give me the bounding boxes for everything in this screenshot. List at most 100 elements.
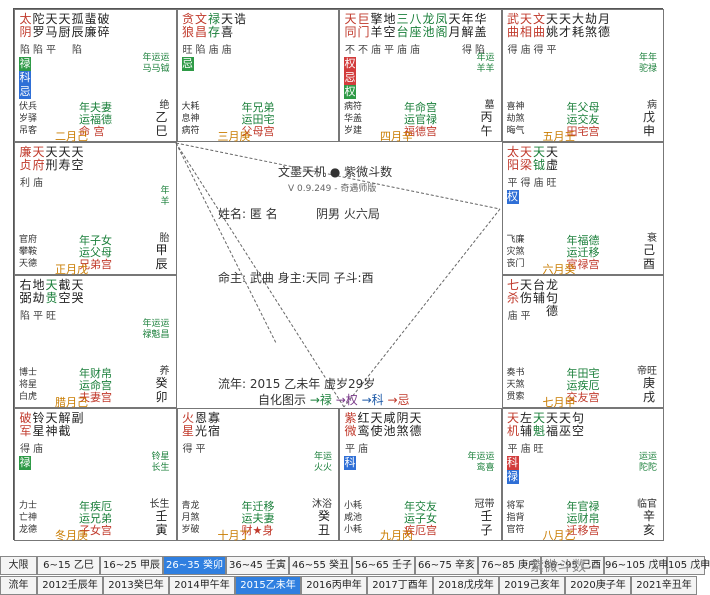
life-stage: 胎	[159, 233, 170, 244]
star-hai-1: 左 辅	[519, 411, 532, 438]
daxian-tab-9[interactable]: 86~95 己酉	[541, 556, 604, 575]
palace-label-group: 年财帛运命宫夫妻宫	[79, 368, 112, 404]
star-wei-0: 天 同	[344, 12, 357, 39]
palace-yin[interactable]: 破 军得铃 星庙天 神解 截副禄铃星长生力士亡神龙德年疾厄运兄弟子女宫长生壬 寅…	[14, 408, 177, 542]
minor-stars: 运运	[638, 452, 657, 462]
star-brightness: 旺	[546, 178, 557, 189]
palace-name: 运疾厄	[566, 379, 600, 392]
deity-label: 病符	[344, 102, 363, 112]
palace-name: 年兄弟	[241, 101, 275, 114]
palace-xu[interactable]: 七 杀庙天 伤平台 辅龙 句 德奏书天煞贯索年田宅运疾厄交友宫帝旺庚 戌七月甲	[501, 275, 664, 409]
star-brightness: 庙	[33, 444, 43, 455]
star-wei-8: 天 月	[448, 12, 461, 39]
star-wu-1: 文 昌	[194, 12, 207, 39]
star-brightness: 陷	[475, 45, 485, 56]
star-shen-1: 天 相	[519, 12, 532, 39]
liunian-tab-5[interactable]: 2016丙申年	[301, 576, 367, 595]
palace-name: 年命宫	[404, 101, 437, 114]
star-you-2: 天 钺	[532, 145, 545, 172]
palace-you[interactable]: 太 阳平天 梁得天 钺庙天 虚旺权飞廉灾煞丧门年福德运迁移官禄宫衰己 酉六月癸	[501, 142, 664, 276]
name-field: 姓名: 匿 名	[218, 207, 278, 221]
palace-name: 年交友	[404, 500, 437, 513]
liunian-tab-8[interactable]: 2019己亥年	[499, 576, 565, 595]
palace-zi[interactable]: 紫 微平红 鸾庙天 使咸 池阴 煞天 德科年运运鸾喜小耗咸池小耗年交友运子女疾厄…	[339, 408, 502, 542]
palace-mao[interactable]: 右 弼陷地 劫平天 贵旺截 空天 哭年运运禄魁昌博士将星白虎年财帛运命宫夫妻宫养…	[14, 275, 177, 409]
palace-name: 迁移宫	[566, 524, 600, 537]
star-brightness: 旺	[46, 311, 56, 322]
palace-chou[interactable]: 火 星得恩 光平寡 宿年运火火青龙月煞岁破年迁移运夫妻财★身沐浴癸 丑十月丁	[176, 408, 339, 542]
daxian-tab-11[interactable]: 105 戊申	[667, 556, 710, 575]
palace-wu[interactable]: 贪 狼旺文 昌陷禄 存庙天 喜庙诰忌大耗息神病符年兄弟运田宅父母宫三月庚	[176, 9, 339, 143]
star-you-0: 太 阳	[506, 145, 519, 172]
liunian-tab-2[interactable]: 2013癸巳年	[103, 576, 169, 595]
star-brightness: 庙	[507, 311, 518, 322]
star-yin-4: 副	[71, 411, 84, 425]
deity-label: 青龙	[181, 501, 200, 511]
daxian-tab-6[interactable]: 56~65 壬子	[352, 556, 415, 575]
liunian-tab-9[interactable]: 2020庚子年	[565, 576, 631, 595]
legend-item-0: →禄	[309, 393, 336, 407]
daxian-tab-8[interactable]: 76~85 庚戌	[478, 556, 541, 575]
palace-name: 运官禄	[404, 113, 437, 126]
deity-label: 官符	[506, 525, 525, 535]
palace-wei[interactable]: 天 同不巨 门不擎 羊庙地 空平三 台庙八 座庙龙 池凤 阁天 月年 解得华 盖…	[339, 9, 502, 143]
liunian-tab-10[interactable]: 2021辛丑年	[631, 576, 697, 595]
star-brightness: 平	[507, 444, 518, 455]
daxian-tab-5[interactable]: 46~55 癸丑	[289, 556, 352, 575]
daxian-tab-1[interactable]: 6~15 乙巳	[37, 556, 100, 575]
palace-name: 运兄弟	[79, 512, 112, 525]
star-hai-4: 天 巫	[558, 411, 571, 438]
deity-label: 博士	[19, 368, 38, 378]
daxian-tab-7[interactable]: 66~75 辛亥	[415, 556, 478, 575]
star-xu-3: 龙 句 德	[545, 278, 558, 318]
daxian-tab-10[interactable]: 96~105 戊申	[604, 556, 668, 575]
star-brightness: 旺	[182, 45, 193, 56]
star-mao-2: 天 贵	[45, 278, 58, 305]
stem-branch: 癸 丑	[318, 509, 331, 537]
palace-label-group: 年福德运迁移官禄宫	[567, 235, 600, 271]
stem-branch: 己 酉	[643, 243, 656, 271]
star-brightness: 不	[358, 45, 368, 56]
liunian-tab-0: 流年	[0, 576, 37, 595]
star-wei-7: 凤 阁	[435, 12, 448, 39]
deity-label: 伏兵	[19, 102, 38, 112]
star-brightness: 平	[507, 178, 518, 189]
liunian-tab-7[interactable]: 2018戊戌年	[433, 576, 499, 595]
deity-label: 息神	[181, 114, 200, 124]
deity-label: 亡神	[19, 513, 38, 523]
daxian-tab-2[interactable]: 16~25 甲辰	[100, 556, 163, 575]
palace-chen[interactable]: 廉 贞利天 府庙天 刑天 寿天 空年羊官府攀鞍天德年子女运父母兄弟宫胎甲 辰正月…	[14, 142, 177, 276]
palace-name: 运夫妻	[241, 512, 275, 525]
star-mao-3: 截 空	[58, 278, 71, 305]
star-hai-0: 天 机	[506, 411, 519, 438]
star-wu-2: 禄 存	[207, 12, 220, 39]
liunian-tab-1[interactable]: 2012壬辰年	[37, 576, 103, 595]
liunian-tab-6[interactable]: 2017丁酉年	[367, 576, 433, 595]
life-stage: 冠带	[474, 499, 495, 510]
star-brightness: 平	[520, 311, 531, 322]
liunian-tab-3[interactable]: 2014甲午年	[169, 576, 235, 595]
star-chen-0: 廉 贞	[19, 145, 32, 172]
star-wei-3: 地 空	[383, 12, 396, 39]
life-stage: 病	[647, 100, 657, 111]
deity-label: 小耗	[344, 525, 363, 535]
daxian-tab-0: 大限	[0, 556, 37, 575]
liunian-tab-4[interactable]: 2015乙未年	[235, 576, 301, 595]
palace-name: 疾厄宫	[404, 524, 437, 537]
star-brightness: 得	[533, 45, 544, 56]
sihua-badge: 权	[506, 190, 519, 204]
palace-name: 财★身	[241, 524, 274, 537]
palace-si[interactable]: 太 阴陷陀 罗陷天 马平天 厨孤 辰陷蜚 廉破 碎禄科忌年运运马马钺伏兵岁驿吊客…	[14, 9, 177, 143]
daxian-tab-3[interactable]: 26~35 癸卯	[163, 556, 226, 575]
star-brightness: 平	[33, 311, 43, 322]
minor-stars: 年运运	[142, 319, 170, 329]
palace-name: 兄弟宫	[79, 258, 112, 271]
palace-hai[interactable]: 天 机平左 辅庙天 魁旺天 福天 巫句 空科禄运运陀陀将军指背官符年官禄运财帛迁…	[501, 408, 664, 542]
minor-stars: 年	[160, 186, 170, 196]
month-label: 七月甲	[542, 396, 576, 409]
palace-shen[interactable]: 武 曲得天 相庙文 曲得天 姚平天 才大 耗劫 煞月 德年年驼禄喜神劫煞晦气年父…	[501, 9, 664, 143]
deity-label: 月煞	[181, 513, 200, 523]
minor-stars: 羊	[160, 197, 170, 207]
month-label: 九月丙	[380, 529, 413, 542]
daxian-tab-4[interactable]: 36~45 壬寅	[226, 556, 289, 575]
